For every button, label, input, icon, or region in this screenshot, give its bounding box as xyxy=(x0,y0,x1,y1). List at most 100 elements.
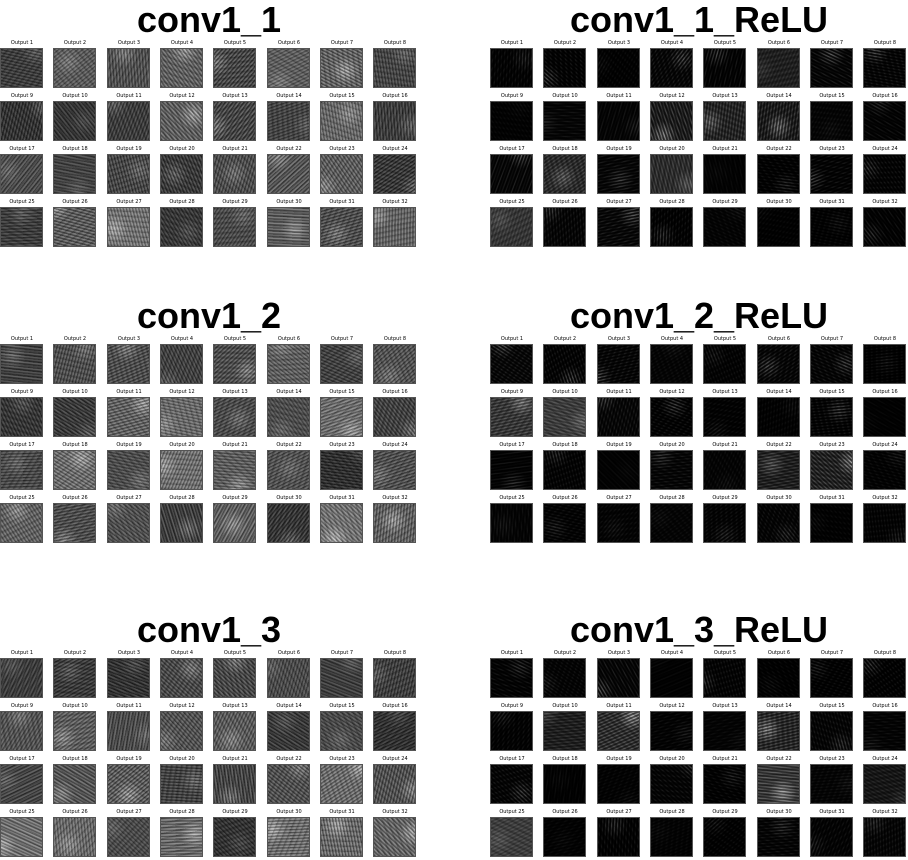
feature-map-image xyxy=(373,154,416,194)
feature-map-image xyxy=(53,48,96,88)
feature-map-image xyxy=(267,711,310,751)
feature-map-cell: Output 29 xyxy=(213,495,257,545)
feature-map-image xyxy=(213,503,256,543)
feature-map-image xyxy=(213,48,256,88)
feature-map-image xyxy=(490,344,533,384)
output-label: Output 31 xyxy=(819,495,845,501)
output-label: Output 24 xyxy=(872,146,898,152)
feature-map-cell: Output 30 xyxy=(267,199,311,249)
feature-map-cell: Output 21 xyxy=(213,442,257,492)
output-label: Output 14 xyxy=(766,389,792,395)
output-label: Output 18 xyxy=(552,756,578,762)
feature-map-cell: Output 9 xyxy=(0,93,44,143)
feature-map-image xyxy=(597,101,640,141)
output-label: Output 9 xyxy=(10,703,34,709)
output-label: Output 26 xyxy=(62,809,88,815)
feature-map-image xyxy=(53,503,96,543)
feature-map-cell: Output 29 xyxy=(213,199,257,249)
feature-map-image xyxy=(53,344,96,384)
output-label: Output 12 xyxy=(659,389,685,395)
feature-map-image xyxy=(160,48,203,88)
feature-map-image xyxy=(703,503,746,543)
feature-map-image xyxy=(373,450,416,490)
output-label: Output 15 xyxy=(819,389,845,395)
feature-map-image xyxy=(373,48,416,88)
output-label: Output 16 xyxy=(872,703,898,709)
feature-map-cell: Output 11 xyxy=(597,93,641,143)
feature-map-image xyxy=(320,658,363,698)
output-label: Output 10 xyxy=(552,389,578,395)
feature-map-image xyxy=(267,450,310,490)
feature-map-image xyxy=(490,154,533,194)
feature-map-cell: Output 29 xyxy=(213,809,257,859)
feature-map-image xyxy=(543,711,586,751)
feature-map-cell: Output 24 xyxy=(373,442,417,492)
feature-map-image xyxy=(703,207,746,247)
feature-map-cell: Output 25 xyxy=(0,495,44,545)
feature-map-image xyxy=(597,503,640,543)
output-label: Output 29 xyxy=(222,809,248,815)
output-label: Output 22 xyxy=(766,442,792,448)
output-label: Output 29 xyxy=(222,495,248,501)
feature-map-image xyxy=(650,711,693,751)
feature-map-image xyxy=(53,101,96,141)
output-label: Output 8 xyxy=(873,336,897,342)
feature-map-image xyxy=(597,397,640,437)
feature-map-cell: Output 18 xyxy=(53,146,97,196)
output-label: Output 29 xyxy=(712,495,738,501)
feature-map-cell: Output 20 xyxy=(650,146,694,196)
feature-map-cell: Output 30 xyxy=(757,495,801,545)
feature-map-cell: Output 20 xyxy=(160,146,204,196)
output-label: Output 2 xyxy=(553,336,577,342)
feature-map-image xyxy=(810,658,853,698)
feature-map-image xyxy=(597,450,640,490)
feature-map-cell: Output 13 xyxy=(703,703,747,753)
feature-map-image xyxy=(543,101,586,141)
output-label: Output 6 xyxy=(277,336,301,342)
output-label: Output 10 xyxy=(62,93,88,99)
output-label: Output 24 xyxy=(382,442,408,448)
feature-map-cell: Output 11 xyxy=(107,389,151,439)
output-label: Output 16 xyxy=(872,93,898,99)
feature-map-cell: Output 20 xyxy=(160,442,204,492)
feature-map-cell: Output 10 xyxy=(543,703,587,753)
output-label: Output 18 xyxy=(62,442,88,448)
output-label: Output 9 xyxy=(500,703,524,709)
output-label: Output 26 xyxy=(552,495,578,501)
feature-map-cell: Output 12 xyxy=(160,93,204,143)
output-label: Output 27 xyxy=(116,199,142,205)
feature-map-cell: Output 2 xyxy=(543,40,587,90)
output-label: Output 32 xyxy=(872,809,898,815)
output-label: Output 6 xyxy=(767,336,791,342)
feature-map-image xyxy=(213,764,256,804)
feature-map-image xyxy=(267,48,310,88)
output-label: Output 23 xyxy=(819,442,845,448)
feature-map-cell: Output 9 xyxy=(490,703,534,753)
feature-map-cell: Output 26 xyxy=(543,809,587,859)
feature-map-cell: Output 12 xyxy=(650,703,694,753)
feature-map-image xyxy=(0,503,43,543)
feature-map-cell: Output 27 xyxy=(107,809,151,859)
feature-map-image xyxy=(53,154,96,194)
feature-map-cell: Output 32 xyxy=(863,809,907,859)
feature-map-image xyxy=(703,101,746,141)
feature-map-image xyxy=(543,207,586,247)
feature-map-image xyxy=(650,503,693,543)
output-label: Output 24 xyxy=(382,756,408,762)
feature-map-cell: Output 1 xyxy=(0,650,44,700)
feature-map-image xyxy=(107,48,150,88)
feature-map-image xyxy=(213,101,256,141)
output-label: Output 12 xyxy=(169,389,195,395)
output-label: Output 3 xyxy=(117,336,141,342)
feature-map-image xyxy=(160,397,203,437)
feature-map-cell: Output 26 xyxy=(543,495,587,545)
feature-map-cell: Output 21 xyxy=(213,756,257,806)
output-label: Output 30 xyxy=(766,809,792,815)
feature-map-cell: Output 31 xyxy=(810,199,854,249)
feature-map-cell: Output 11 xyxy=(597,389,641,439)
output-label: Output 11 xyxy=(606,93,632,99)
feature-map-cell: Output 9 xyxy=(490,93,534,143)
feature-map-cell: Output 25 xyxy=(490,495,534,545)
output-label: Output 15 xyxy=(329,93,355,99)
feature-map-image xyxy=(0,344,43,384)
